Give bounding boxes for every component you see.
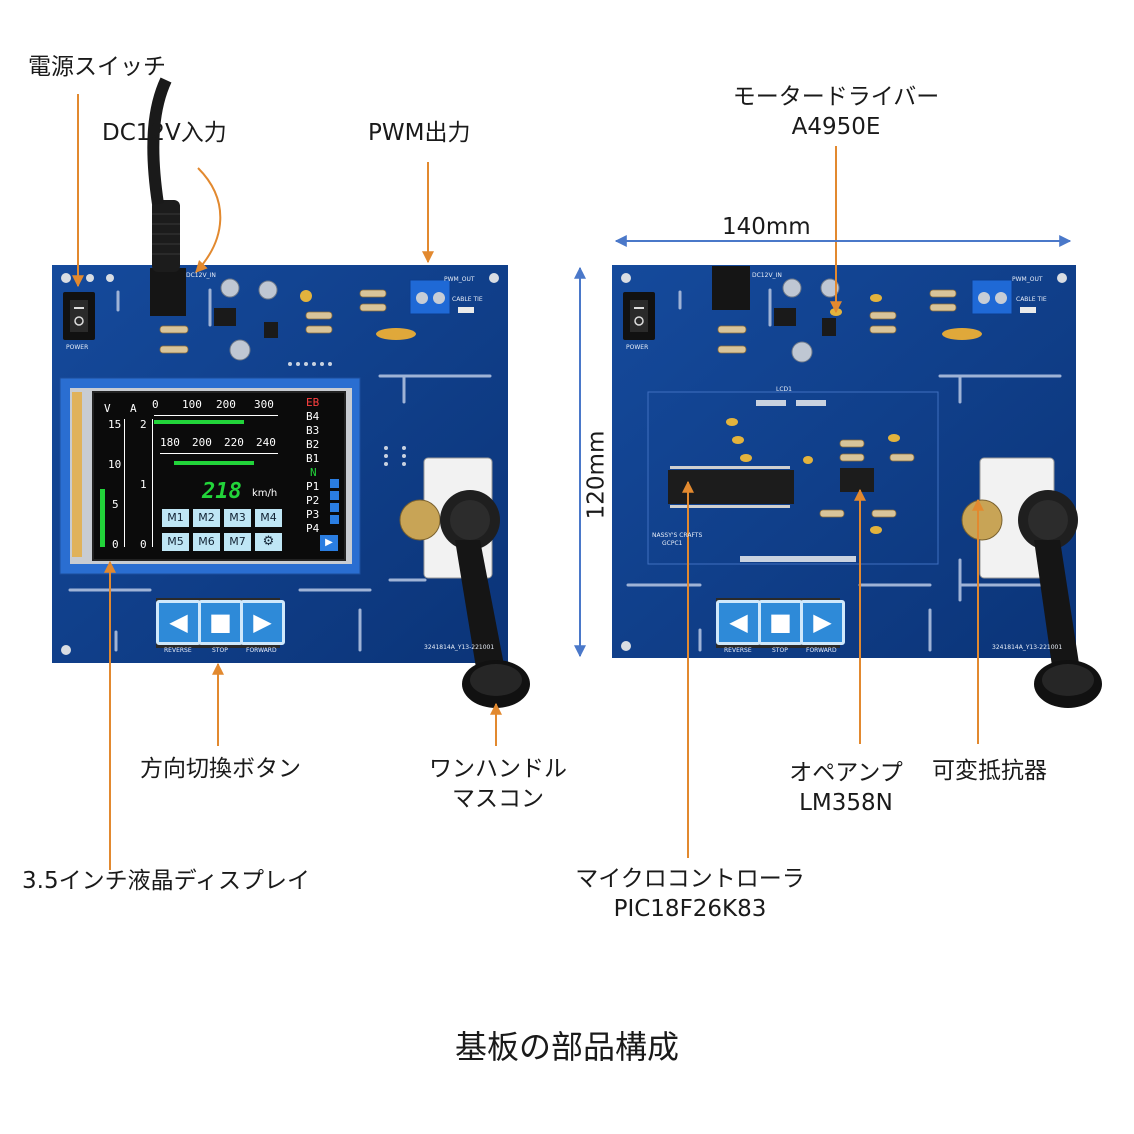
- speed-readout: 218: [202, 479, 242, 504]
- silk-pwm-out: PWM_OUT: [1012, 276, 1043, 283]
- stop-button[interactable]: ■: [758, 600, 803, 645]
- memory-button-m5[interactable]: M5: [162, 533, 189, 551]
- silk-reverse: REVERSE: [164, 647, 192, 654]
- silk-cable-tie: CABLE TIE: [1016, 296, 1047, 303]
- label-width-dimension: 140mm: [722, 214, 811, 240]
- label-pwm-output: PWM出力: [368, 120, 471, 146]
- volt-tick: 0: [112, 538, 119, 551]
- notch-label: P2: [306, 494, 320, 507]
- notch-label: B4: [306, 410, 320, 423]
- silk-part-no: 3241814A_Y13-221001: [992, 644, 1063, 651]
- right-board: [612, 265, 1102, 708]
- notch-label: EB: [306, 396, 320, 409]
- label-variable-resistor: 可変抵抗器: [932, 758, 1047, 784]
- lcd-screen: V A 15 10 5 0 2 1 0 0 100 200 300 180 20…: [92, 391, 346, 561]
- memory-button-m4[interactable]: M4: [255, 509, 282, 527]
- volt-tick: 15: [108, 418, 122, 431]
- speed-scale-bottom: 180: [160, 436, 180, 449]
- notch-indicator: [330, 491, 339, 500]
- notch-indicator: [330, 479, 339, 488]
- reverse-button[interactable]: ◀: [156, 600, 201, 645]
- silk-dc-in: DC12V_IN: [186, 272, 216, 279]
- notch-indicator: [330, 503, 339, 512]
- silk-dc-in: DC12V_IN: [752, 272, 782, 279]
- play-icon[interactable]: ▶: [320, 535, 338, 551]
- memory-button-m1[interactable]: M1: [162, 509, 189, 527]
- silk-pwm-out: PWM_OUT: [444, 276, 475, 283]
- speed-unit: km/h: [252, 488, 278, 499]
- label-lcd-display: 3.5インチ液晶ディスプレイ: [22, 868, 310, 894]
- leader-lines: [72, 94, 984, 870]
- notch-label: B1: [306, 452, 320, 465]
- notch-indicator: [330, 515, 339, 524]
- silk-stop: STOP: [772, 647, 788, 654]
- dimension-arrows: [574, 235, 1072, 658]
- forward-button[interactable]: ▶: [800, 600, 845, 645]
- label-height-dimension: 120mm: [583, 430, 610, 520]
- volt-tick: 10: [108, 458, 122, 471]
- speed-scale-bottom: 200: [192, 436, 212, 449]
- label-one-handle-controller: ワンハンドルマスコン: [429, 756, 567, 812]
- figure-title: 基板の部品構成: [454, 1028, 680, 1066]
- silk-lcd-ref: LCD1: [776, 386, 792, 393]
- notch-label: P4: [306, 522, 320, 535]
- speed-bar-top: [154, 420, 244, 424]
- silk-forward: FORWARD: [246, 647, 277, 654]
- volt-tick: 5: [112, 498, 119, 511]
- amp-tick: 2: [140, 418, 147, 431]
- speed-scale-top: 0: [152, 398, 159, 411]
- speed-scale-top: 100: [182, 398, 202, 411]
- gear-icon[interactable]: ⚙: [255, 533, 282, 551]
- label-dc-input: DC12V入力: [102, 120, 227, 146]
- silk-reverse: REVERSE: [724, 647, 752, 654]
- silk-power: POWER: [626, 344, 649, 351]
- notch-label: B3: [306, 424, 320, 437]
- silk-forward: FORWARD: [806, 647, 837, 654]
- speed-scale-bottom: 240: [256, 436, 276, 449]
- silk-maker: NASSY'S CRAFTS: [652, 532, 703, 539]
- amp-header: A: [130, 402, 137, 415]
- notch-label: B2: [306, 438, 320, 451]
- silk-stop: STOP: [212, 647, 228, 654]
- speed-scale-top: 300: [254, 398, 274, 411]
- speed-bar-bottom: [174, 461, 254, 465]
- stop-button[interactable]: ■: [198, 600, 243, 645]
- memory-button-m2[interactable]: M2: [193, 509, 220, 527]
- forward-button[interactable]: ▶: [240, 600, 285, 645]
- notch-label: N: [310, 466, 317, 479]
- memory-button-m6[interactable]: M6: [193, 533, 220, 551]
- silk-part-no: 3241814A_Y13-221001: [424, 644, 495, 651]
- label-direction-buttons: 方向切換ボタン: [140, 756, 301, 782]
- notch-label: P3: [306, 508, 320, 521]
- memory-button-m7[interactable]: M7: [224, 533, 251, 551]
- silk-power: POWER: [66, 344, 89, 351]
- notch-label: P1: [306, 480, 320, 493]
- label-power-switch: 電源スイッチ: [28, 54, 166, 80]
- amp-tick: 0: [140, 538, 147, 551]
- silk-model: GCPC1: [662, 540, 683, 547]
- memory-button-m3[interactable]: M3: [224, 509, 251, 527]
- speed-scale-top: 200: [216, 398, 236, 411]
- amp-tick: 1: [140, 478, 147, 491]
- volt-bar: [100, 489, 105, 547]
- reverse-button[interactable]: ◀: [716, 600, 761, 645]
- silk-cable-tie: CABLE TIE: [452, 296, 483, 303]
- volt-header: V: [104, 402, 111, 415]
- speed-scale-bottom: 220: [224, 436, 244, 449]
